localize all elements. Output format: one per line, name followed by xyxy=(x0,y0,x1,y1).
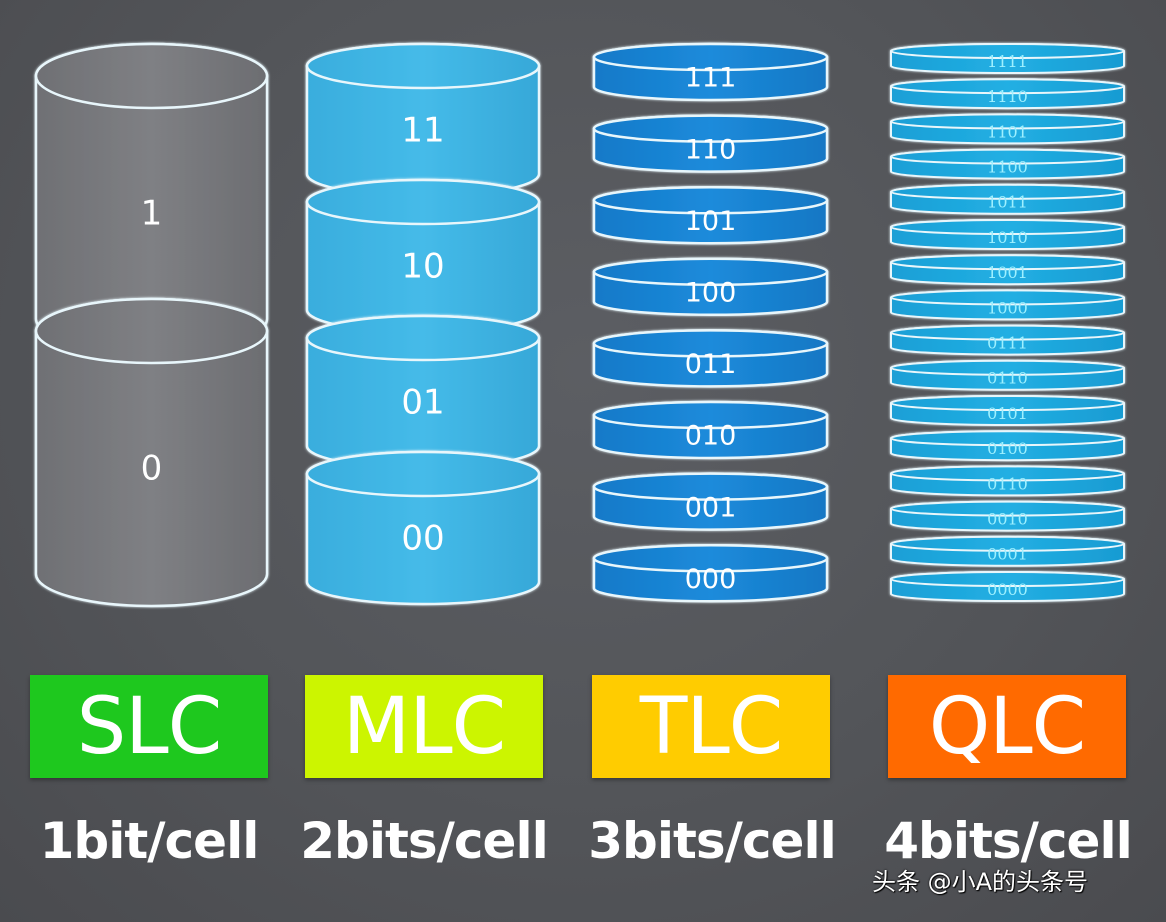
qlc-level-label: 1101 xyxy=(987,122,1028,141)
qlc-level-label: 1110 xyxy=(987,87,1028,106)
slc-level-label: 0 xyxy=(141,449,163,489)
tlc-bits-per-cell: 3bits/cell xyxy=(588,812,836,870)
qlc-level: 0100 xyxy=(890,430,1125,462)
tlc-level: 010 xyxy=(592,400,829,460)
tlc-type-label: TLC xyxy=(639,681,784,772)
tlc-level: 110 xyxy=(592,114,829,173)
qlc-level-label: 0000 xyxy=(987,580,1028,599)
qlc-level-label: 0110 xyxy=(987,474,1028,493)
qlc-level: 1111 xyxy=(890,43,1125,74)
mlc-level: 01 xyxy=(305,314,541,470)
tlc-level: 011 xyxy=(592,329,829,388)
qlc-level-label: 0001 xyxy=(987,545,1028,564)
tlc-level-label: 111 xyxy=(685,63,737,94)
qlc-level: 1011 xyxy=(890,183,1125,215)
mlc-level: 11 xyxy=(305,42,541,198)
qlc-level: 0000 xyxy=(890,571,1125,602)
qlc-level-label: 1011 xyxy=(987,193,1028,212)
mlc-type-badge: MLC xyxy=(305,675,543,778)
tlc-level-label: 011 xyxy=(685,349,737,380)
qlc-level: 0111 xyxy=(890,324,1125,356)
tlc-level: 101 xyxy=(592,185,829,245)
qlc-level-label: 0010 xyxy=(987,509,1028,528)
watermark: 头条 @小A的头条号 xyxy=(872,868,1089,896)
qlc-level: 1000 xyxy=(890,289,1125,321)
qlc-level: 0001 xyxy=(890,535,1125,567)
mlc-level-label: 10 xyxy=(401,247,444,287)
qlc-level: 1100 xyxy=(890,148,1125,180)
qlc-level-label: 1001 xyxy=(987,263,1028,282)
mlc-bits-per-cell: 2bits/cell xyxy=(300,812,548,870)
qlc-level-label: 1000 xyxy=(987,298,1028,317)
tlc-level-label: 010 xyxy=(685,421,737,452)
qlc-level-label: 0111 xyxy=(987,333,1028,352)
tlc-type-badge: TLC xyxy=(592,675,830,778)
mlc-level: 10 xyxy=(305,178,541,334)
mlc-type-label: MLC xyxy=(342,681,506,772)
qlc-level: 0010 xyxy=(890,500,1125,532)
mlc-level-label: 01 xyxy=(401,383,444,423)
tlc-level-label: 100 xyxy=(685,277,737,308)
mlc-level-label: 00 xyxy=(401,519,444,559)
qlc-level: 1101 xyxy=(890,113,1125,145)
slc-level-label: 1 xyxy=(141,194,163,234)
qlc-level: 0110 xyxy=(890,465,1125,497)
tlc-level: 100 xyxy=(592,257,829,317)
tlc-level-label: 101 xyxy=(685,206,737,237)
slc-type-badge: SLC xyxy=(30,675,268,778)
qlc-level-label: 0100 xyxy=(987,439,1028,458)
qlc-level: 0110 xyxy=(890,359,1125,391)
qlc-level-label: 1100 xyxy=(987,157,1028,176)
slc-stack: 10 xyxy=(34,42,269,608)
mlc-stack: 11 10 01 00 xyxy=(305,42,541,606)
qlc-level-label: 1111 xyxy=(987,52,1028,71)
qlc-stack: 1111 1110 1101 1100 1011 1010 1001 1000 0111 0110… xyxy=(890,43,1125,602)
tlc-level: 000 xyxy=(592,543,829,603)
qlc-type-label: QLC xyxy=(928,681,1086,772)
tlc-level-label: 110 xyxy=(685,134,737,165)
qlc-level: 1010 xyxy=(890,219,1125,250)
qlc-bits-per-cell: 4bits/cell xyxy=(884,812,1132,870)
tlc-level: 001 xyxy=(592,472,829,531)
mlc-level-label: 11 xyxy=(401,111,444,151)
qlc-level: 1110 xyxy=(890,78,1125,110)
tlc-level-label: 001 xyxy=(685,492,737,523)
tlc-level: 111 xyxy=(592,42,829,102)
qlc-level: 0101 xyxy=(890,395,1125,426)
mlc-level: 00 xyxy=(305,450,541,606)
qlc-type-badge: QLC xyxy=(888,675,1126,778)
slc-bits-per-cell: 1bit/cell xyxy=(39,812,260,870)
slc-level: 0 xyxy=(34,297,269,608)
slc-level: 1 xyxy=(34,42,269,353)
tlc-level-label: 000 xyxy=(685,564,737,595)
qlc-level-label: 1010 xyxy=(987,228,1028,247)
slc-type-label: SLC xyxy=(76,681,222,772)
qlc-level-label: 0110 xyxy=(987,369,1028,388)
qlc-level: 1001 xyxy=(890,254,1125,286)
qlc-level-label: 0101 xyxy=(987,404,1028,423)
tlc-stack: 111 110 101 100 011 010 001 000 xyxy=(592,42,829,603)
